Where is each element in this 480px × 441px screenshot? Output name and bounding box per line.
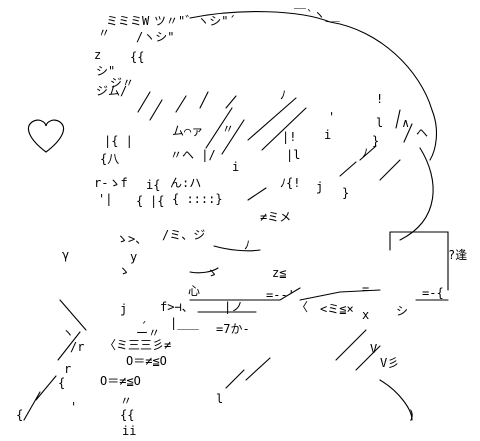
- heart-icon: [28, 119, 64, 153]
- art-fragment: 〃: [120, 394, 133, 408]
- art-fragment: }: [342, 186, 350, 200]
- hair-right-1: [379, 109, 413, 181]
- art-fragment: ∧: [402, 116, 410, 130]
- art-fragment: z: [94, 48, 102, 62]
- art-fragment: ': [328, 110, 336, 124]
- art-fragment: ?逢: [448, 248, 468, 262]
- art-fragment: {: [136, 194, 144, 208]
- art-fragment: ツ〃"゛ヽシ"´: [154, 14, 236, 28]
- art-fragment: ﾉ: [244, 238, 251, 252]
- art-fragment: /ヽシ": [136, 30, 175, 44]
- art-fragment: ): [408, 408, 416, 422]
- hair-right-2: [339, 145, 377, 177]
- art-fragment: ﾉ{!: [280, 176, 301, 190]
- art-fragment: シ: [396, 304, 409, 318]
- art-fragment: ヽ: [62, 326, 75, 340]
- body-right: [225, 357, 271, 389]
- art-fragment: x: [362, 308, 370, 322]
- hair-strand-3: [205, 107, 245, 155]
- art-fragment: |{: [150, 194, 165, 208]
- art-fragment: i: [232, 160, 240, 174]
- art-fragment: ゝ>、: [116, 232, 148, 246]
- art-fragment: |l: [286, 148, 301, 162]
- art-fragment: !: [376, 92, 384, 106]
- art-fragment: |{ |: [104, 134, 133, 148]
- art-fragment: ん:ハ: [170, 176, 202, 190]
- art-fragment: {{: [120, 408, 135, 422]
- art-fragment: =: [362, 282, 370, 296]
- art-fragment: シ": [96, 64, 116, 78]
- art-fragment: ゝ: [206, 266, 219, 280]
- art-fragment: 心: [188, 284, 201, 298]
- art-fragment: r: [64, 362, 72, 376]
- art-fragment: }: [372, 134, 380, 148]
- art-fragment: 〃: [222, 122, 235, 136]
- art-fragment: ゝ: [118, 264, 131, 278]
- art-fragment: <ミ≦×: [320, 302, 354, 316]
- art-fragment: {: [16, 408, 24, 422]
- art-fragment: j: [316, 180, 324, 194]
- art-fragment: ii: [122, 424, 137, 438]
- art-fragment: O＝≠≦O: [100, 374, 141, 388]
- art-fragment: {八: [100, 152, 120, 166]
- art-fragment: l: [376, 116, 384, 130]
- art-fragment: |!: [282, 130, 297, 144]
- art-fragment: 〈ミ三三彡≠: [104, 338, 172, 352]
- art-fragment: y: [130, 250, 138, 264]
- art-fragment: ´: [140, 320, 148, 334]
- art-fragment: '|: [98, 192, 113, 206]
- art-fragment: ム⌒ァ: [172, 124, 204, 138]
- art-fragment: O＝≠≦O: [126, 354, 167, 368]
- art-fragment: ': [70, 400, 78, 414]
- art-fragment: =-{: [422, 286, 444, 300]
- hair-strand-2: [247, 97, 307, 151]
- art-fragment: {{: [130, 50, 145, 64]
- art-fragment: γ: [62, 248, 70, 262]
- body-lower-right: [379, 379, 413, 421]
- art-fragment: 〃ヘ |/: [170, 148, 216, 162]
- sleeve-fold: [299, 289, 381, 301]
- hair-strand-1: [137, 91, 237, 121]
- hair-tail: [399, 147, 434, 241]
- art-fragment: r-ゝf: [94, 176, 128, 190]
- art-fragment: /ミ、ジ: [162, 228, 206, 242]
- cheek-line: [247, 187, 267, 201]
- art-fragment: 〃: [98, 26, 111, 40]
- art-fragment: i{: [146, 178, 161, 192]
- art-fragment: V: [370, 342, 378, 356]
- art-fragment: ≠ミメ: [260, 210, 292, 224]
- art-fragment: |ノ: [224, 300, 244, 314]
- art-fragment: ジ〃: [110, 76, 135, 90]
- cup-outline: [389, 231, 449, 291]
- mouth-line: [189, 267, 219, 274]
- art-fragment: ヘ: [416, 126, 429, 140]
- skirt-line: [335, 329, 381, 371]
- art-fragment: ミミミW: [106, 14, 150, 28]
- jaw-line: [213, 245, 261, 252]
- art-fragment: z≦: [272, 266, 287, 280]
- art-fragment: ー〃: [136, 326, 161, 340]
- art-fragment: ﾉ: [362, 146, 369, 160]
- art-fragment: ￣`ヽ__: [294, 8, 340, 22]
- art-fragment: j: [120, 302, 128, 316]
- head-outline: [189, 11, 438, 161]
- art-fragment: V彡: [380, 356, 400, 370]
- art-fragment: f>⊣、: [160, 300, 194, 314]
- art-fragment: { ::::}: [172, 192, 223, 206]
- collar-left: [57, 299, 87, 361]
- art-fragment: =7か‐: [216, 322, 250, 336]
- arm-upper: [189, 287, 301, 301]
- art-fragment: i: [324, 128, 332, 142]
- art-fragment: ジム/: [96, 84, 128, 98]
- art-fragment: /r: [70, 340, 85, 354]
- art-fragment: |___: [170, 316, 199, 330]
- body-left: [23, 375, 57, 421]
- art-fragment: 〈: [296, 300, 309, 314]
- art-fragment: {: [58, 376, 66, 390]
- art-fragment: =-‐': [266, 288, 295, 302]
- art-fragment: ﾉ: [280, 88, 287, 102]
- art-fragment: l: [216, 392, 224, 406]
